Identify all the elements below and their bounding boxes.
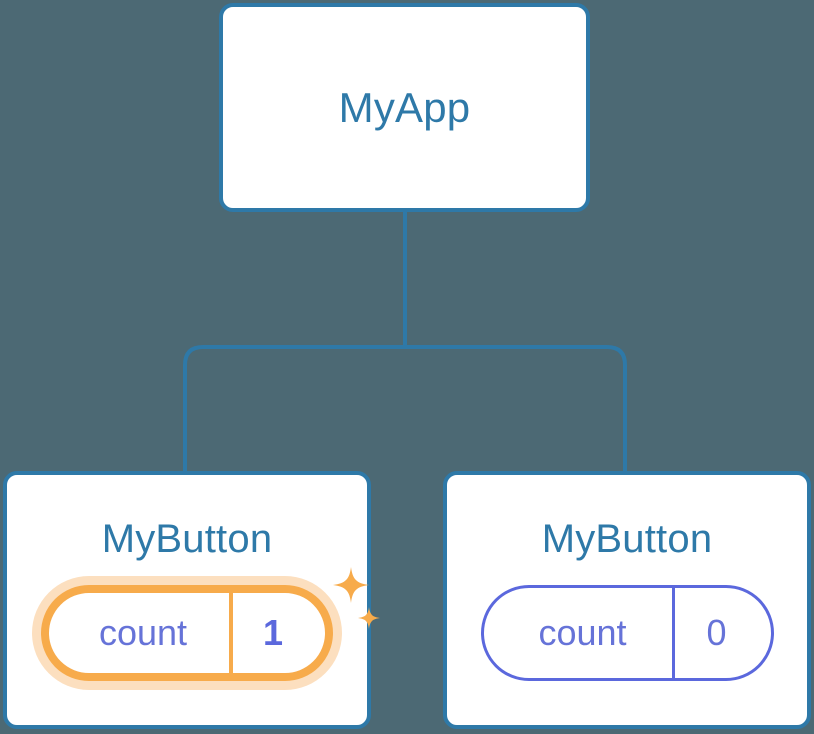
- state-pill-wrap: count 1: [41, 567, 380, 681]
- component-title: MyButton: [541, 517, 713, 561]
- state-value: 1: [229, 593, 325, 673]
- state-label: count: [538, 612, 627, 653]
- component-title: MyApp: [338, 83, 471, 131]
- state-label: count: [98, 612, 188, 653]
- state-pill[interactable]: count 0: [480, 585, 774, 681]
- component-title: MyButton: [101, 517, 273, 561]
- state-pill-wrap: count 0: [480, 585, 774, 681]
- connector-branch-rail: [183, 345, 627, 471]
- component-card-child-2[interactable]: MyButton count 0: [443, 471, 811, 729]
- state-pill-active[interactable]: count 1: [41, 585, 333, 681]
- component-card-root[interactable]: MyApp: [219, 3, 590, 212]
- component-card-child-1[interactable]: MyButton count 1: [3, 471, 380, 729]
- state-value: 0: [671, 588, 771, 678]
- sparkle-large-icon: [333, 567, 369, 603]
